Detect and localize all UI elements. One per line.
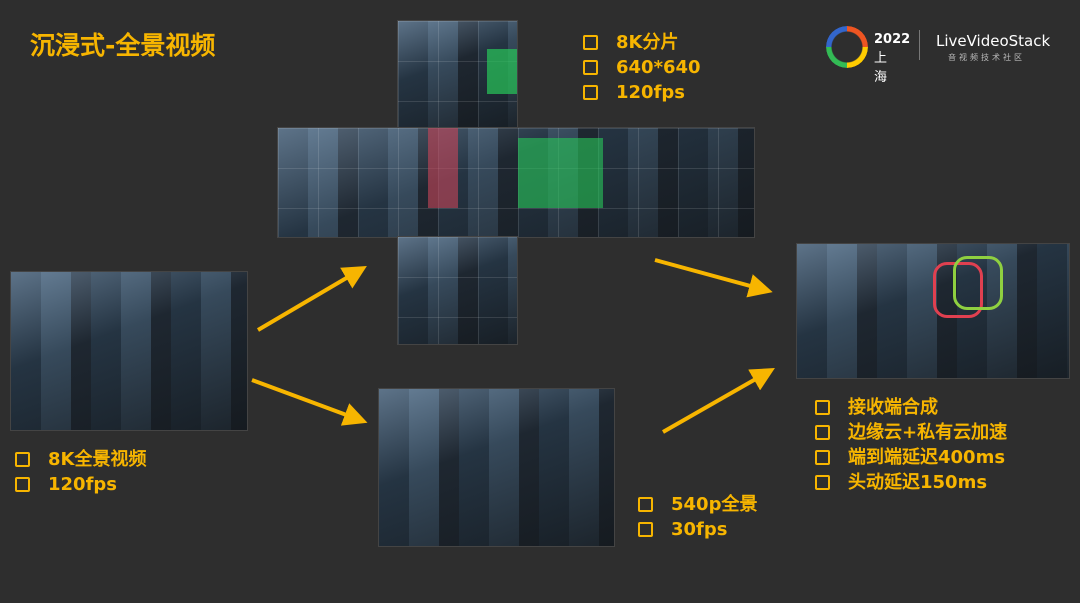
top-spec-list: 8K分片 640*640 120fps (583, 30, 701, 105)
checkbox-icon (583, 60, 598, 75)
arrow-panorama-to-result (662, 368, 775, 434)
list-item: 8K分片 (616, 32, 679, 53)
list-item: 30fps (671, 519, 728, 540)
cubemap-top-face (397, 20, 518, 130)
checkbox-icon (15, 452, 30, 467)
checkbox-icon (815, 475, 830, 490)
list-item: 8K全景视频 (48, 449, 147, 470)
checkbox-icon (638, 497, 653, 512)
checkbox-icon (583, 35, 598, 50)
composited-result-image (796, 243, 1070, 379)
arrow-to-panorama (251, 378, 368, 426)
logo-subtitle: 音视频技术社区 (948, 53, 1025, 62)
right-spec-list: 接收端合成 边缘云+私有云加速 端到端延迟400ms 头动延迟150ms (815, 395, 1007, 495)
conference-badge-icon (826, 26, 868, 68)
list-item: 边缘云+私有云加速 (848, 422, 1008, 443)
checkbox-icon (638, 522, 653, 537)
slide-title: 沉浸式-全景视频 (30, 31, 216, 60)
left-spec-list: 8K全景视频 120fps (15, 447, 146, 497)
logo-brand: LiveVideoStack (936, 32, 1051, 50)
list-item: 头动延迟150ms (848, 472, 988, 493)
checkbox-icon (815, 450, 830, 465)
checkbox-icon (583, 85, 598, 100)
checkbox-icon (815, 400, 830, 415)
list-item: 120fps (616, 82, 686, 103)
logo-year: 2022 (874, 32, 911, 47)
cubemap-bottom-face (397, 236, 518, 345)
list-item: 端到端延迟400ms (848, 447, 1006, 468)
bottom-spec-list: 540p全景 30fps (638, 492, 757, 542)
source-8k-image (10, 271, 248, 431)
arrow-to-cubemap (256, 265, 367, 332)
list-item: 接收端合成 (848, 397, 938, 418)
cubemap-middle-faces (277, 127, 755, 238)
list-item: 120fps (48, 474, 118, 495)
arrow-cubemap-to-result (654, 258, 773, 298)
checkbox-icon (815, 425, 830, 440)
list-item: 540p全景 (671, 494, 758, 515)
logo-city: 上海 (874, 51, 888, 85)
checkbox-icon (15, 477, 30, 492)
list-item: 640*640 (616, 57, 701, 78)
panorama-540p-image (378, 388, 615, 547)
